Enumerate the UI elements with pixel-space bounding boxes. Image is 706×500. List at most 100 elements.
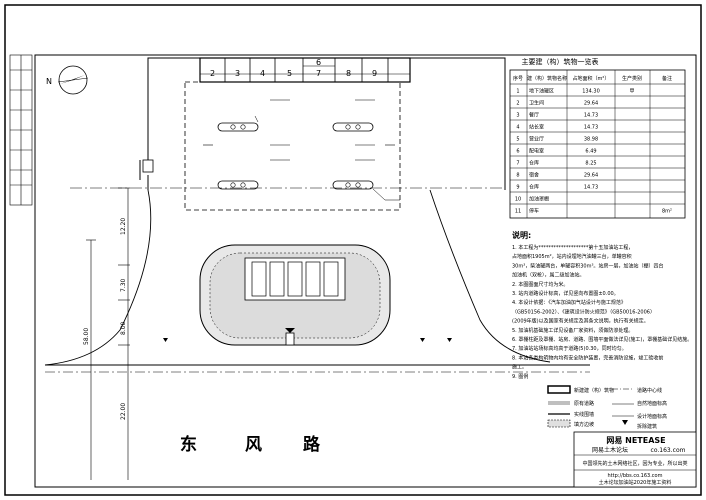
notes-lines: 1. 本工程为********************第十五加油站工程， 占地面积… — [512, 244, 692, 380]
table-cell: 5 — [516, 137, 519, 143]
note-line: 占地面积1905m²，站内设埋地汽油罐三台，单罐容积 — [512, 253, 632, 260]
table-cell: 仓库 — [529, 160, 539, 167]
canopy-marks — [203, 99, 395, 161]
table-cell: 仓库 — [529, 184, 539, 191]
table-cell: 10 — [515, 197, 521, 203]
table-cell: 停车 — [529, 208, 539, 215]
note-line: 加油机（双枪），属二级加油站。 — [512, 272, 585, 279]
table-cell: 11 — [515, 209, 521, 215]
bldg-no-5: 5 — [287, 69, 292, 78]
dispenser-island-4 — [332, 180, 400, 201]
note-line: 30m³，柴油罐两台，单罐容积30m³。站房一层，加油站（棚）四台 — [512, 262, 663, 269]
left-title-strip — [9, 54, 33, 206]
table-cell: 营业厅 — [529, 136, 544, 143]
dim-2: 7.30 — [120, 278, 127, 292]
table-cell: 地下油罐区 — [529, 88, 554, 95]
brand-site: co.163.com — [651, 447, 686, 454]
legend: 新建建（构）筑物 原有道路 实线围墙 道路中心线 自然地面标高 设计地面标高 填… — [547, 385, 667, 430]
title-line-1: 中国领先的土木网络社区，因为专业，所以出类 — [582, 460, 687, 467]
inner-border — [34, 54, 697, 488]
note-line: 8. 本站各类构筑物内均有安全防护装置，完善消防设施，竣工验收前 — [512, 354, 663, 361]
note-line: 6. 罩棚柱距及罩棚、站房、道路、围墙平面做法详见(施工)，罩棚基础详见结施。 — [512, 336, 692, 343]
bldg-no-3: 3 — [235, 69, 240, 78]
bldg-no-9: 9 — [372, 69, 377, 78]
table-cell: 7 — [516, 161, 519, 167]
legend-label: 道路中心线 — [637, 387, 662, 394]
table-header: 建（构）筑物名称 — [527, 75, 567, 82]
table-header: 占地面积（m²） — [573, 75, 610, 82]
title-line-3: 土木论坛加油站2020年施工资料 — [599, 479, 672, 486]
table-title: 主要建（构）筑物一览表 — [522, 57, 599, 66]
table-cell: 配电室 — [529, 148, 544, 155]
level-marks — [163, 338, 452, 342]
fuel-canopy — [184, 81, 401, 211]
bldg-no-8: 8 — [346, 69, 351, 78]
road-name-char-3: 路 — [303, 434, 321, 455]
entry-gate — [142, 159, 154, 173]
title-line-2: http://bbs.co.163.com — [608, 473, 663, 479]
legend-swatch — [622, 420, 628, 425]
brand-sub: 网易土木论坛 — [592, 446, 628, 454]
note-line: 9. 图例 — [512, 373, 528, 380]
table-cell: 站长室 — [529, 124, 544, 131]
dim-4: 58.00 — [83, 328, 90, 345]
design-notes: 说明: 1. 本工程为********************第十五加油站工程，… — [512, 230, 692, 380]
table-cell: 8.25 — [585, 161, 596, 167]
north-arrow-icon: N — [46, 65, 89, 95]
dim-1: 12.20 — [120, 218, 127, 235]
note-line: （GB50156-2002）、《建筑设计防火规范》（GB50016-2006） — [512, 308, 655, 315]
bldg-no-7: 7 — [316, 69, 321, 78]
note-line: 施工。 — [512, 364, 527, 371]
legend-label: 拆除建筑 — [637, 423, 657, 430]
legend-swatch — [547, 385, 571, 394]
table-cell: 6.49 — [585, 149, 596, 155]
table-cell: 1 — [516, 89, 519, 95]
dim-3: 8.00 — [120, 321, 127, 335]
table-cell: 甲 — [629, 89, 634, 95]
table-header: 序号 — [513, 75, 523, 82]
title-block: 网易 NETEASE 网易土木论坛 co.163.com 中国领先的土木网络社区… — [573, 431, 697, 488]
dimension-chain — [86, 187, 130, 480]
underground-tank-area — [199, 244, 391, 346]
table-cell: 29.64 — [584, 173, 598, 179]
north-label: N — [46, 77, 52, 86]
dispenser-island-2 — [332, 122, 374, 132]
table-cell: 14.73 — [584, 125, 598, 131]
table-cell: 3 — [516, 113, 519, 119]
table-cell: 加油罩棚 — [529, 196, 549, 203]
brand-logo-text: 网易 NETEASE — [606, 436, 665, 445]
table-header: 备注 — [662, 75, 672, 82]
station-building-row: 2 3 4 5 6 7 8 9 — [199, 57, 411, 83]
bldg-no-2: 2 — [210, 69, 215, 78]
table-cell: 134.30 — [582, 89, 600, 95]
note-line: 4. 本设计依据：《汽车加油加气站设计与施工规范》 — [512, 299, 626, 306]
driveway — [44, 187, 551, 366]
table-cell: 14.73 — [584, 185, 598, 191]
table-cell: 29.64 — [584, 101, 598, 107]
notes-title: 说明: — [512, 230, 531, 240]
note-line: 7. 加油站站场标高均高于道路(5)0.30，同时均匀。 — [512, 345, 627, 352]
table-row: 1 地下油罐区 134.30 甲 — [516, 88, 634, 95]
table-header: 生产类别 — [622, 75, 642, 82]
legend-label: 原有道路 — [574, 400, 594, 407]
note-line: 5. 加油机基础施工详见设备厂家资料，须做防渗处理。 — [512, 327, 633, 334]
road — [45, 364, 590, 373]
table-row: 10 加油罩棚 — [515, 196, 549, 203]
legend-label: 实线围墙 — [574, 411, 594, 418]
dispenser-island-3 — [217, 180, 259, 190]
bldg-no-4: 4 — [260, 69, 265, 78]
note-line: 2. 本图图面尺寸均为米。 — [512, 281, 568, 288]
legend-swatch — [547, 419, 571, 428]
dim-5: 22.00 — [120, 403, 127, 420]
legend-label: 新建建（构）筑物 — [574, 387, 614, 394]
note-line: 1. 本工程为********************第十五加油站工程， — [512, 244, 633, 251]
table-cell: 8 — [516, 173, 519, 179]
